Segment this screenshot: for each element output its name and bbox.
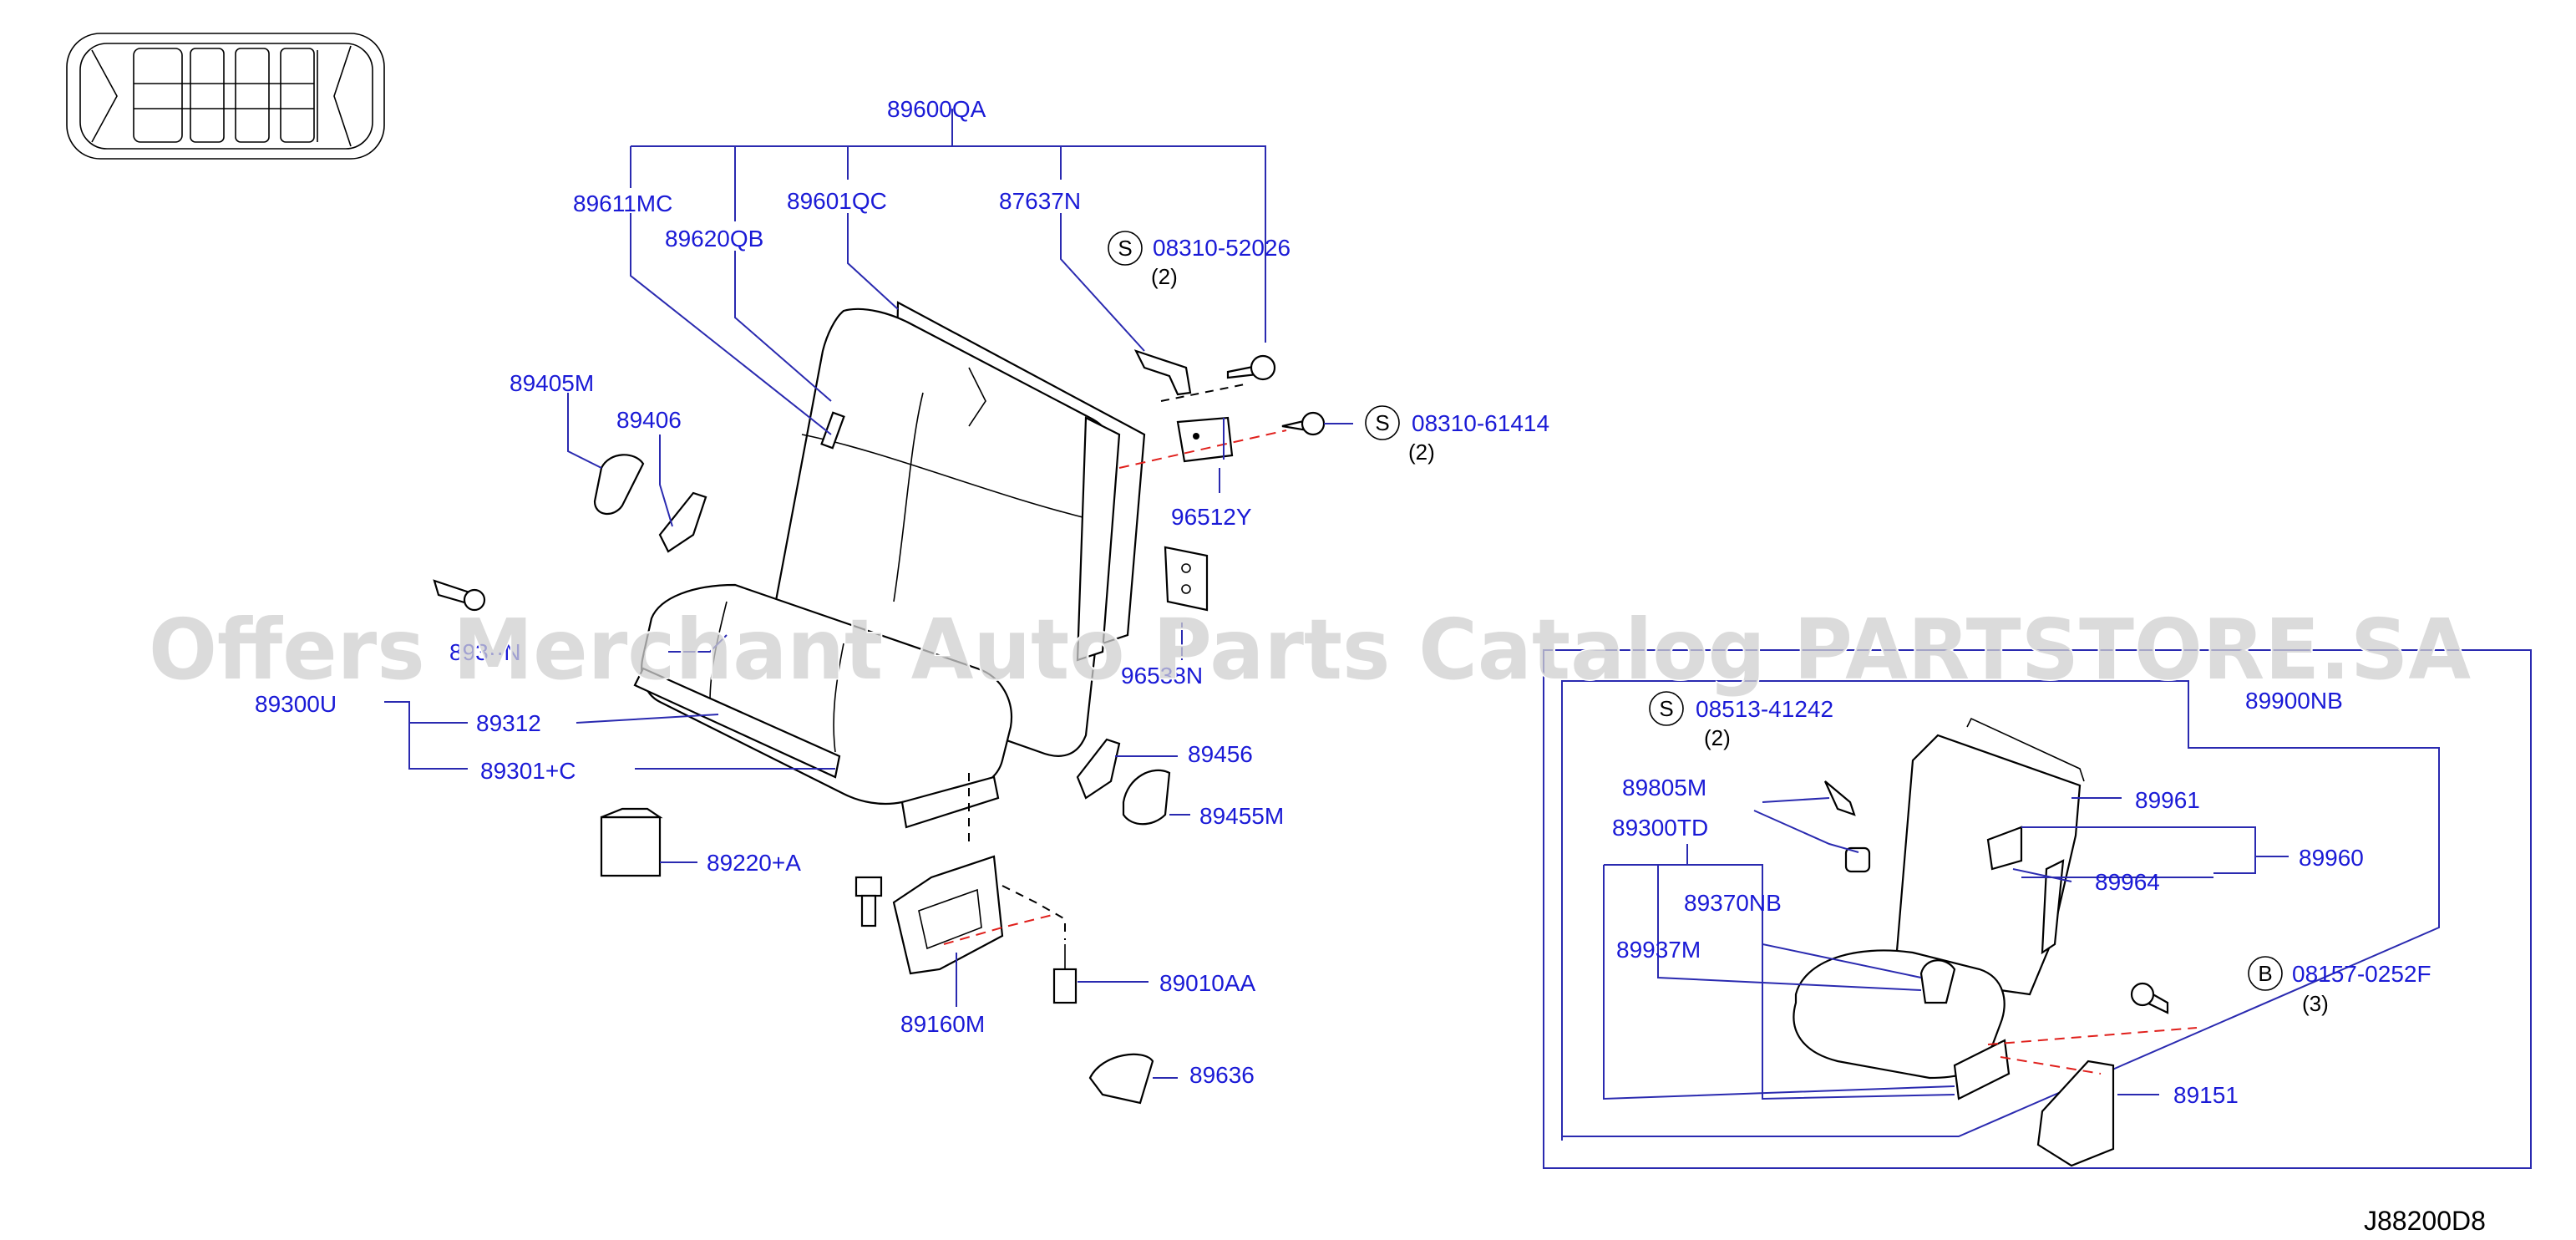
label-08157-0252f[interactable]: 08157-0252F — [2292, 961, 2431, 987]
label-89611mc[interactable]: 89611MC — [573, 191, 672, 216]
bracket-89220a-icon — [600, 807, 663, 877]
screw-symbol-08310-61414: S — [1365, 405, 1400, 440]
screw-08310-61414-icon — [1281, 411, 1326, 436]
cover-89455m-icon — [1122, 769, 1171, 826]
qty-08310-52026: (2) — [1151, 264, 1178, 289]
label-89601qc[interactable]: 89601QC — [787, 188, 887, 214]
label-96512y[interactable]: 96512Y — [1171, 504, 1252, 530]
right-seat-assembly — [1543, 649, 2532, 1169]
label-89456[interactable]: 89456 — [1188, 741, 1253, 767]
svg-text:B: B — [2258, 961, 2272, 986]
hinge-96538n-icon — [1164, 546, 1209, 612]
label-89406[interactable]: 89406 — [616, 407, 682, 433]
label-89151[interactable]: 89151 — [2173, 1082, 2239, 1108]
label-89301c[interactable]: 89301+C — [480, 758, 576, 784]
watermark: Offers Merchant Auto Parts Catalog PARTS… — [149, 601, 2471, 699]
label-89160m[interactable]: 89160M — [900, 1011, 985, 1037]
cover-89405m-icon — [593, 454, 645, 515]
bolt-89010aa-icon — [1052, 944, 1078, 1004]
screw-symbol-08513-41242: S — [1649, 691, 1684, 726]
screw-08310-52026-icon — [1226, 354, 1276, 381]
cover-89456-icon — [1076, 738, 1121, 800]
bolt-89310-icon — [433, 579, 486, 612]
diagram-ref: J88200D8 — [2364, 1206, 2486, 1236]
label-89600qa[interactable]: 89600QA — [887, 96, 986, 122]
label-08310-61414[interactable]: 08310-61414 — [1412, 410, 1549, 436]
label-96538n[interactable]: 96538N — [1121, 663, 1203, 689]
label-89405m[interactable]: 89405M — [510, 370, 594, 396]
part-labels: 89600QA 89611MC 89620QB 89601QC 87637N 0… — [255, 96, 2431, 1108]
label-08513-41242[interactable]: 08513-41242 — [1696, 696, 1833, 722]
label-89370nb[interactable]: 89370NB — [1684, 890, 1782, 916]
vehicle-thumbnail-icon — [66, 33, 385, 160]
screw-symbol-08310-52026: S — [1108, 231, 1143, 266]
bolt-left-icon — [854, 876, 883, 927]
label-89960[interactable]: 89960 — [2299, 845, 2364, 871]
label-89937m[interactable]: 89937M — [1616, 937, 1701, 963]
label-89900nb[interactable]: 89900NB — [2245, 688, 2343, 714]
label-89300td[interactable]: 89300TD — [1612, 815, 1708, 841]
label-89964[interactable]: 89964 — [2095, 869, 2160, 895]
qty-08157-0252f: (3) — [2302, 991, 2329, 1016]
bracket-89160m-icon — [892, 855, 1004, 975]
label-89636[interactable]: 89636 — [1189, 1062, 1255, 1088]
label-89961[interactable]: 89961 — [2135, 787, 2200, 813]
label-89620qb[interactable]: 89620QB — [665, 226, 763, 252]
bolt-symbol-08157-0252f: B — [2248, 956, 2283, 991]
qty-08310-61414: (2) — [1408, 440, 1435, 465]
headrest-guide-icon — [1133, 349, 1192, 396]
cover-89406-icon — [658, 491, 707, 553]
label-89455m[interactable]: 89455M — [1199, 803, 1284, 829]
label-89805m[interactable]: 89805M — [1622, 775, 1706, 800]
cap-89636-icon — [1088, 1053, 1154, 1105]
bracket-96512y-icon — [1176, 416, 1234, 463]
qty-08513-41242: (2) — [1704, 725, 1731, 750]
svg-text:S: S — [1118, 236, 1132, 261]
seat-cushion-assembly — [633, 583, 1013, 829]
label-89010aa[interactable]: 89010AA — [1159, 970, 1256, 996]
label-08310-52026[interactable]: 08310-52026 — [1153, 235, 1291, 261]
label-89310n[interactable]: 893··N — [449, 639, 521, 665]
label-89300u[interactable]: 89300U — [255, 691, 337, 717]
svg-text:S: S — [1659, 696, 1673, 721]
svg-text:S: S — [1375, 410, 1389, 435]
label-87637n[interactable]: 87637N — [999, 188, 1081, 214]
label-89220a[interactable]: 89220+A — [707, 850, 801, 876]
label-89312[interactable]: 89312 — [476, 710, 541, 736]
